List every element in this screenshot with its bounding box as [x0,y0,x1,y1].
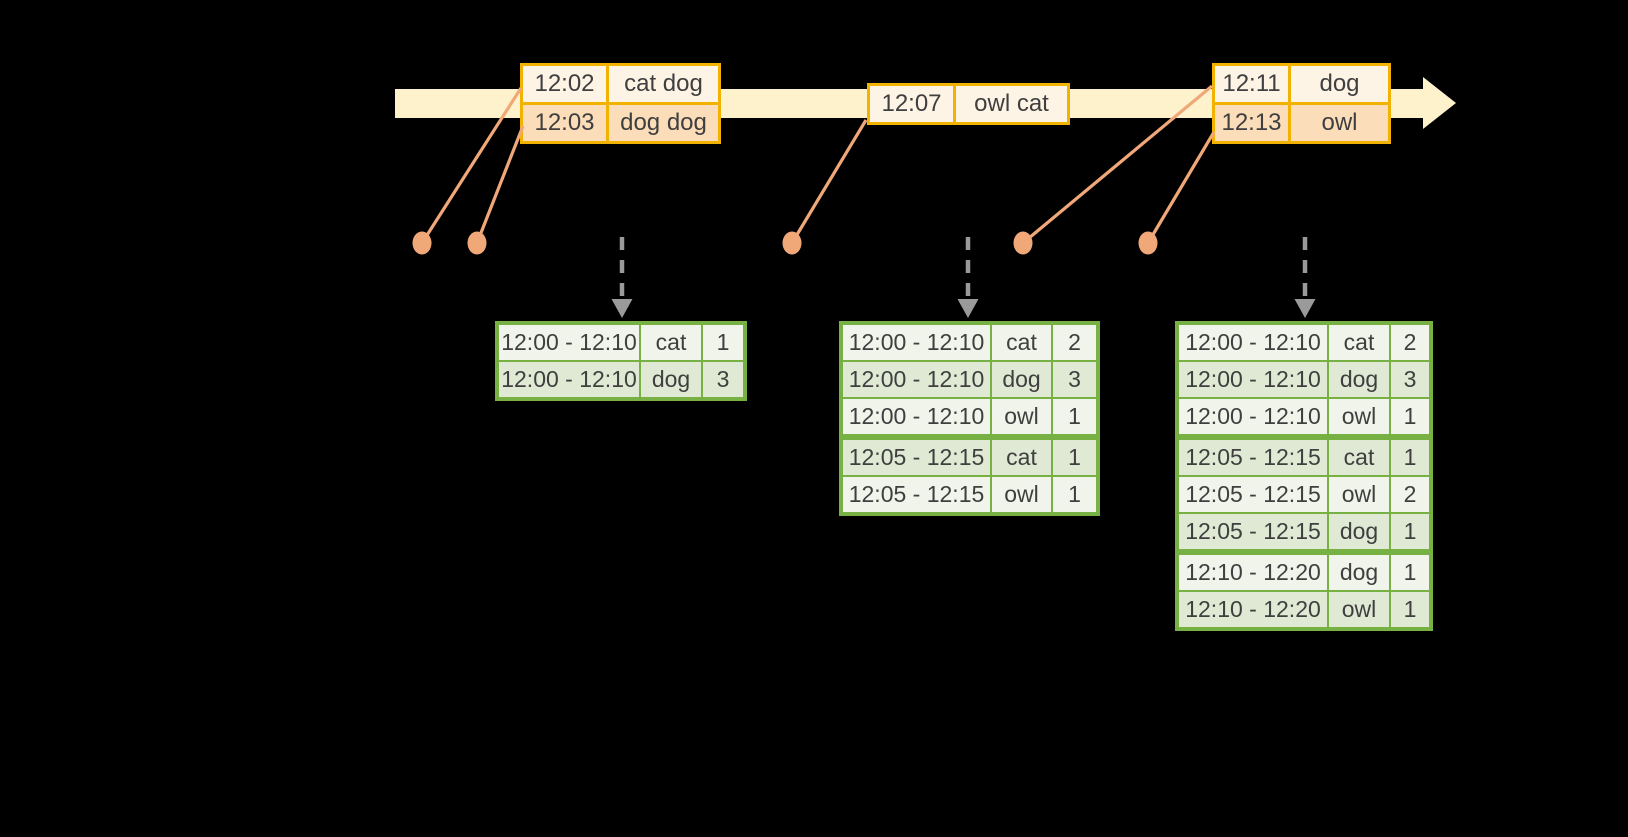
window-cell: 12:10 - 12:20 [1176,549,1329,592]
word-cell: owl [1327,590,1391,630]
word-cell: cat [1327,322,1391,362]
word-cell: dog [990,360,1053,399]
word-cell: cat [990,322,1053,362]
count-cell: 2 [1389,475,1432,514]
event-connector-line [475,125,525,244]
window-cell: 12:00 - 12:10 [1176,397,1329,438]
result-row: 12:00 - 12:10 dog 3 [1176,360,1432,399]
event-time-cell: 12:02 [520,63,609,105]
count-cell: 1 [1389,397,1432,438]
word-cell: owl [1327,397,1391,438]
window-cell: 12:10 - 12:20 [1176,590,1329,630]
result-row: 12:05 - 12:15 dog 1 [1176,512,1432,553]
event-row: 12:03 dog dog [520,102,721,144]
event-dot [412,231,432,255]
window-cell: 12:05 - 12:15 [1176,434,1329,477]
result-row: 12:00 - 12:10 dog 3 [840,360,1099,399]
count-cell: 1 [1389,549,1432,592]
result-row: 12:00 - 12:10 owl 1 [840,397,1099,438]
result-table-3: 12:00 - 12:10 cat 2 12:00 - 12:10 dog 3 … [1175,321,1433,631]
word-cell: dog [1327,512,1391,553]
trigger-down-arrow-icon [957,237,979,318]
window-cell: 12:05 - 12:15 [840,475,992,515]
timeline-arrowhead-icon [1423,77,1456,129]
event-row: 12:02 cat dog [520,63,721,105]
event-dot [1013,231,1033,255]
event-dot [782,231,802,255]
trigger-down-arrow-icon [1294,237,1316,318]
word-cell: cat [1327,434,1391,477]
event-dot [1138,231,1158,255]
result-row: 12:00 - 12:10 cat 1 [496,322,746,362]
event-row: 12:11 dog [1212,63,1391,105]
event-time-cell: 12:13 [1212,102,1291,144]
count-cell: 1 [1389,434,1432,477]
event-row: 12:07 owl cat [867,83,1070,125]
event-dot [467,231,487,255]
word-cell: dog [1327,360,1391,399]
result-row: 12:00 - 12:10 cat 2 [840,322,1099,362]
count-cell: 1 [1051,434,1099,477]
event-time-cell: 12:03 [520,102,609,144]
window-cell: 12:00 - 12:10 [840,322,992,362]
word-cell: cat [990,434,1053,477]
count-cell: 1 [1051,475,1099,515]
word-cell: cat [639,322,703,362]
count-cell: 1 [1389,590,1432,630]
window-cell: 12:00 - 12:10 [840,397,992,438]
window-cell: 12:05 - 12:15 [1176,475,1329,514]
count-cell: 1 [1389,512,1432,553]
count-cell: 3 [1051,360,1099,399]
result-row: 12:00 - 12:10 cat 2 [1176,322,1432,362]
count-cell: 1 [1051,397,1099,438]
event-connector-line [790,119,868,244]
window-cell: 12:05 - 12:15 [1176,512,1329,553]
result-row: 12:00 - 12:10 owl 1 [1176,397,1432,438]
result-row: 12:05 - 12:15 cat 1 [840,434,1099,477]
event-words-cell: dog dog [606,102,721,144]
count-cell: 1 [701,322,746,362]
result-row: 12:05 - 12:15 owl 1 [840,475,1099,515]
count-cell: 3 [701,360,746,400]
trigger-down-arrow-icon [611,237,633,318]
result-row: 12:05 - 12:15 owl 2 [1176,475,1432,514]
event-words-cell: cat dog [606,63,721,105]
window-cell: 12:00 - 12:10 [1176,360,1329,399]
word-cell: owl [990,397,1053,438]
window-cell: 12:05 - 12:15 [840,434,992,477]
result-row: 12:00 - 12:10 dog 3 [496,360,746,400]
window-cell: 12:00 - 12:10 [496,360,641,400]
event-words-cell: owl [1288,102,1391,144]
result-table-1: 12:00 - 12:10 cat 1 12:00 - 12:10 dog 3 [495,321,747,401]
event-box-1: 12:02 cat dog 12:03 dog dog [520,63,721,144]
word-cell: owl [1327,475,1391,514]
event-words-cell: owl cat [953,83,1070,125]
word-cell: owl [990,475,1053,515]
window-cell: 12:00 - 12:10 [1176,322,1329,362]
event-time-cell: 12:11 [1212,63,1291,105]
word-cell: dog [1327,549,1391,592]
event-row: 12:13 owl [1212,102,1391,144]
result-row: 12:10 - 12:20 dog 1 [1176,549,1432,592]
event-words-cell: dog [1288,63,1391,105]
count-cell: 2 [1051,322,1099,362]
window-cell: 12:00 - 12:10 [496,322,641,362]
count-cell: 3 [1389,360,1432,399]
event-box-3: 12:11 dog 12:13 owl [1212,63,1391,144]
count-cell: 2 [1389,322,1432,362]
word-cell: dog [639,360,703,400]
event-time-cell: 12:07 [867,83,956,125]
result-row: 12:05 - 12:15 cat 1 [1176,434,1432,477]
event-connector-line [1146,131,1216,244]
result-row: 12:10 - 12:20 owl 1 [1176,590,1432,630]
result-table-2: 12:00 - 12:10 cat 2 12:00 - 12:10 dog 3 … [839,321,1100,516]
event-box-2: 12:07 owl cat [867,83,1070,125]
window-cell: 12:00 - 12:10 [840,360,992,399]
